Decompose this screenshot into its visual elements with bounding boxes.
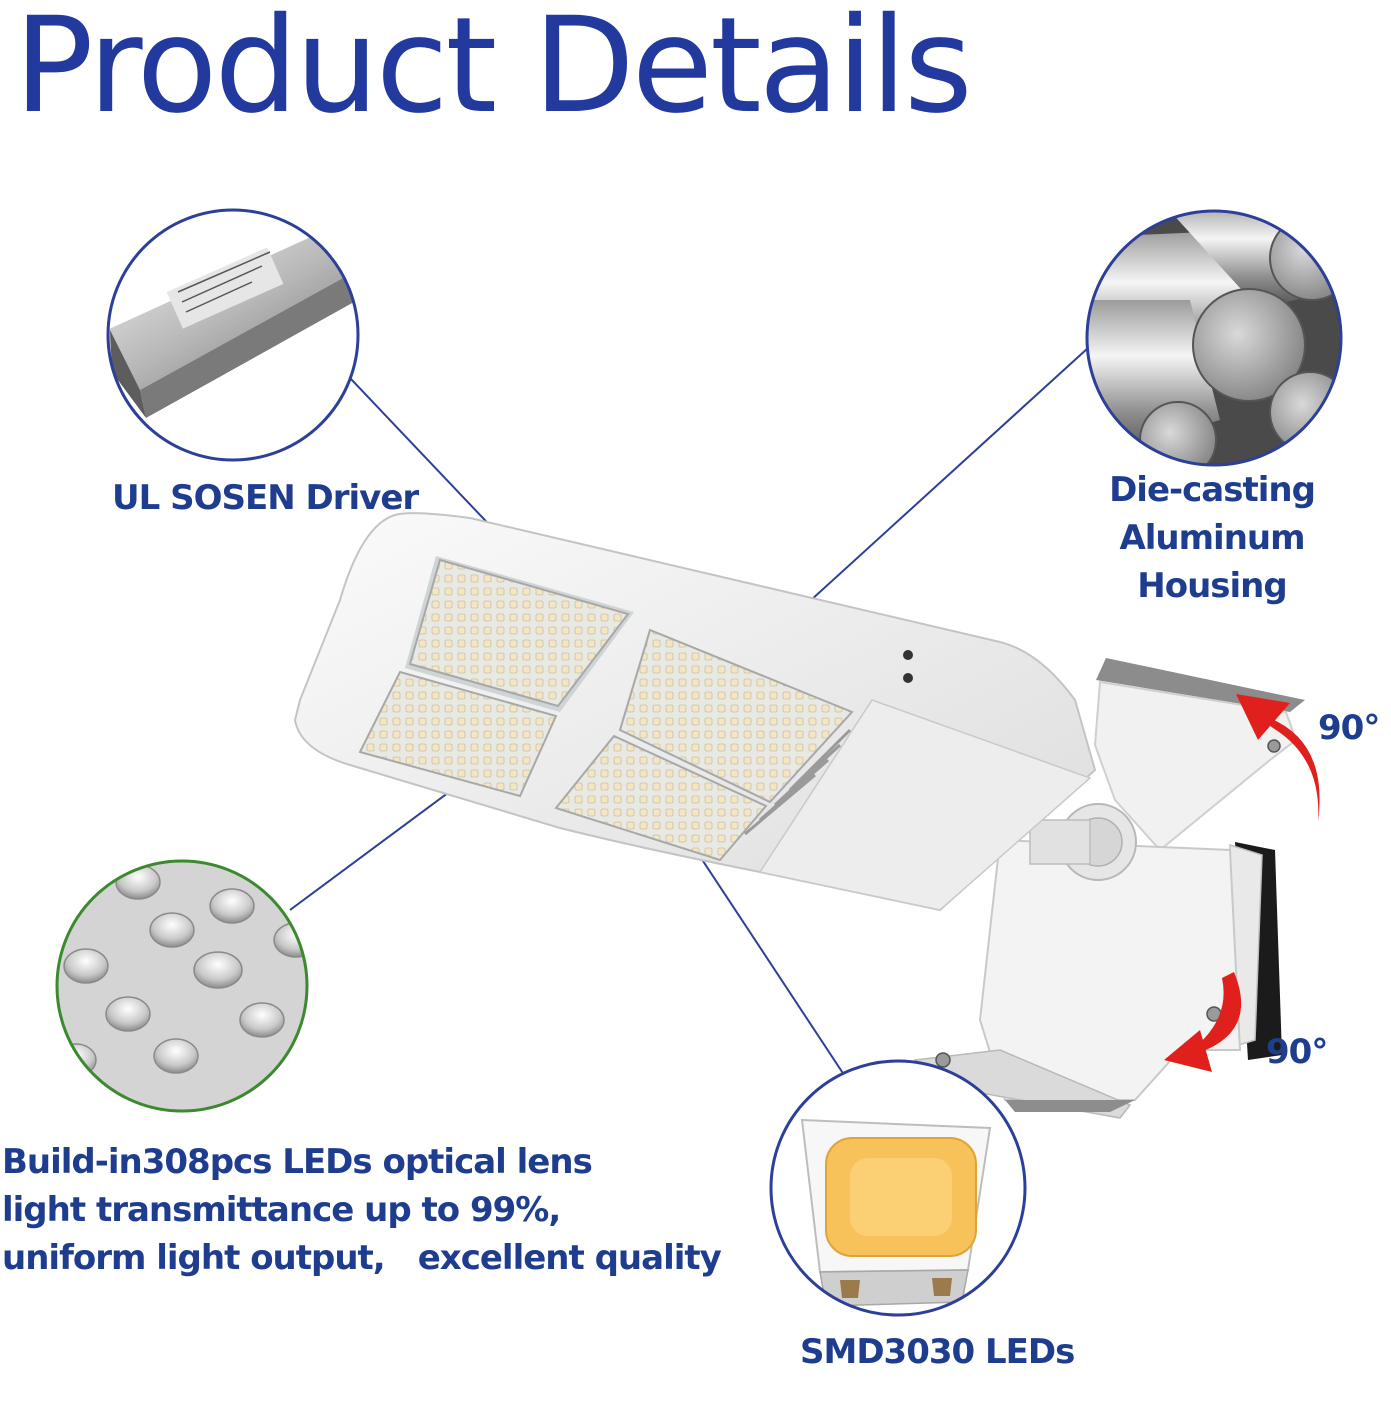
rotation-degree-bottom: 90° <box>1266 1032 1328 1072</box>
housing-callout-line <box>765 347 1089 642</box>
lens-label-line-1: Build-in308pcs LEDs optical lens <box>2 1142 593 1182</box>
aluminum-rods-photo <box>1085 209 1343 467</box>
housing-label-line-2: Housing <box>1137 566 1287 606</box>
lens-label: Build-in308pcs LEDs optical lens light t… <box>2 1138 722 1282</box>
page-title: Product Details <box>14 0 973 143</box>
lens-closeup-photo <box>55 859 309 1113</box>
driver-label: UL SOSEN Driver <box>112 478 419 518</box>
lens-label-line-2: light transmittance up to 99%, <box>2 1190 561 1230</box>
driver-photo <box>106 208 360 462</box>
mounting-bracket <box>914 658 1305 1119</box>
housing-label-line-1: Die-casting Aluminum <box>1109 470 1316 558</box>
lens-label-line-3: uniform light output, excellent quality <box>2 1238 722 1278</box>
smd-label: SMD3030 LEDs <box>800 1332 1075 1372</box>
rotation-degree-top: 90° <box>1318 708 1380 748</box>
housing-label: Die-casting Aluminum Housing <box>1034 466 1390 610</box>
smd-led-chip-photo <box>769 1059 1027 1317</box>
luminaire-housing <box>293 512 1097 912</box>
rotate-arrow-icon <box>1164 694 1320 1072</box>
